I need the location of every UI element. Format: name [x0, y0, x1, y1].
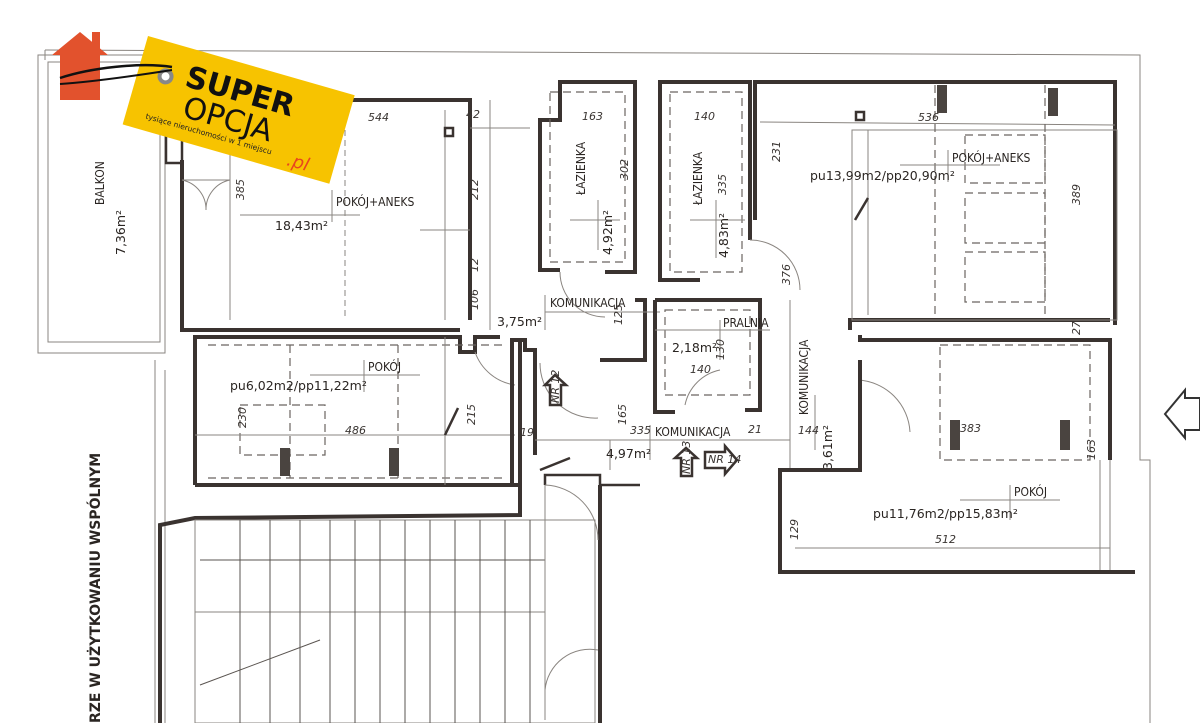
room-laundry: PRALNIA 2,18m² 140 130 [653, 298, 770, 414]
house-icon [52, 32, 108, 100]
dim-383: 383 [960, 422, 981, 435]
corridor1-area: 3,75m² [497, 314, 542, 329]
entrance-nr-14: NR 14 [703, 442, 741, 478]
dim-27: 27 [1070, 321, 1083, 335]
dim-212: 212 [468, 179, 481, 200]
bath2-label: ŁAZIENKA [691, 151, 705, 206]
dim-144: 144 [798, 424, 819, 437]
room-right-label: POKÓJ [1014, 484, 1047, 499]
dim-140b: 140 [690, 363, 711, 376]
super-opcja-logo: SUPER OPCJA tysiące nieruchomości w 1 mi… [52, 32, 355, 184]
dim-536: 536 [918, 111, 939, 124]
building-outline [44, 49, 1151, 723]
dim-163b: 163 [1085, 439, 1098, 460]
living2-area: pu13,99m2/pp20,90m² [810, 168, 955, 183]
svg-text:NR 14: NR 14 [708, 453, 741, 466]
dim-544: 544 [368, 111, 389, 124]
dim-163: 163 [582, 110, 603, 123]
svg-text:NR 13: NR 13 [680, 441, 693, 474]
bath1-area: 4,92m² [600, 210, 615, 255]
room-left: POKÓJ pu6,02m2/pp11,22m² 486 230 215 [193, 335, 522, 487]
dim-215: 215 [465, 404, 478, 425]
dim-376: 376 [780, 264, 793, 285]
common-area-note: RZE W UŻYTKOWANIU WSPÓLNYM [86, 453, 104, 723]
room-living-2: POKÓJ+ANEKS pu13,99m2/pp20,90m² 536 231 … [753, 80, 1118, 335]
bath2-area: 4,83m² [716, 213, 731, 258]
living2-label: POKÓJ+ANEKS [952, 150, 1031, 165]
dim-389: 389 [1070, 184, 1083, 205]
stairwell [158, 484, 602, 723]
dim-130: 130 [714, 339, 727, 360]
room-bathroom-1: ŁAZIENKA 4,92m² 163 302 [538, 80, 637, 318]
dim-42: 42 [466, 108, 480, 121]
corridor2-label: KOMUNIKACJA [655, 425, 731, 439]
entry-arrow-icon [1163, 387, 1200, 441]
room-left-label: POKÓJ [368, 359, 401, 374]
corridor-1: KOMUNIKACJA 3,75m² 125 [497, 295, 660, 485]
entrance-nr-13: NR 13 [671, 441, 701, 478]
balkon-area: 7,36m² [113, 210, 128, 255]
dim-12: 12 [468, 258, 481, 272]
balkon-label: BALKON [93, 161, 107, 205]
dim-19: 19 [520, 426, 534, 439]
corridor3-label: KOMUNIKACJA [797, 339, 811, 415]
dim-231: 231 [770, 141, 783, 162]
dim-302: 302 [618, 159, 631, 180]
dim-125: 125 [612, 304, 625, 325]
dim-129: 129 [788, 519, 801, 540]
dim-106: 106 [468, 289, 481, 310]
balcony: BALKON 7,36m² [37, 54, 166, 354]
dim-165: 165 [616, 404, 629, 425]
room-right: POKÓJ pu11,76m2/pp15,83m² 383 163 129 51… [778, 335, 1135, 574]
room-bathroom-2: ŁAZIENKA 4,83m² 140 335 [658, 80, 801, 291]
dim-230: 230 [236, 407, 249, 428]
dim-486: 486 [345, 424, 366, 437]
entrance-nr-12: NR 12 [541, 370, 570, 407]
dim-140a: 140 [694, 110, 715, 123]
laundry-area: 2,18m² [672, 340, 717, 355]
corridor-2: KOMUNIKACJA 4,97m² 335 165 19 21 [520, 404, 790, 487]
dim-512: 512 [935, 533, 956, 546]
dim-385: 385 [234, 179, 247, 200]
room-left-area: pu6,02m2/pp11,22m² [230, 378, 367, 393]
dim-21: 21 [748, 423, 762, 436]
dim-335b: 335 [630, 424, 651, 437]
corridor1-label: KOMUNIKACJA [550, 296, 626, 310]
living1-area: 18,43m² [275, 218, 328, 233]
bath1-label: ŁAZIENKA [574, 141, 588, 196]
svg-text:NR 12: NR 12 [549, 370, 562, 403]
corridor3-area: 3,61m² [820, 425, 835, 470]
laundry-label: PRALNIA [723, 316, 769, 330]
room-right-area: pu11,76m2/pp15,83m² [873, 506, 1018, 521]
living1-label: POKÓJ+ANEKS [336, 194, 415, 209]
dim-335a: 335 [716, 174, 729, 195]
corridor-3: KOMUNIKACJA 3,61m² 376 144 [780, 264, 911, 470]
corridor2-area: 4,97m² [606, 446, 651, 461]
